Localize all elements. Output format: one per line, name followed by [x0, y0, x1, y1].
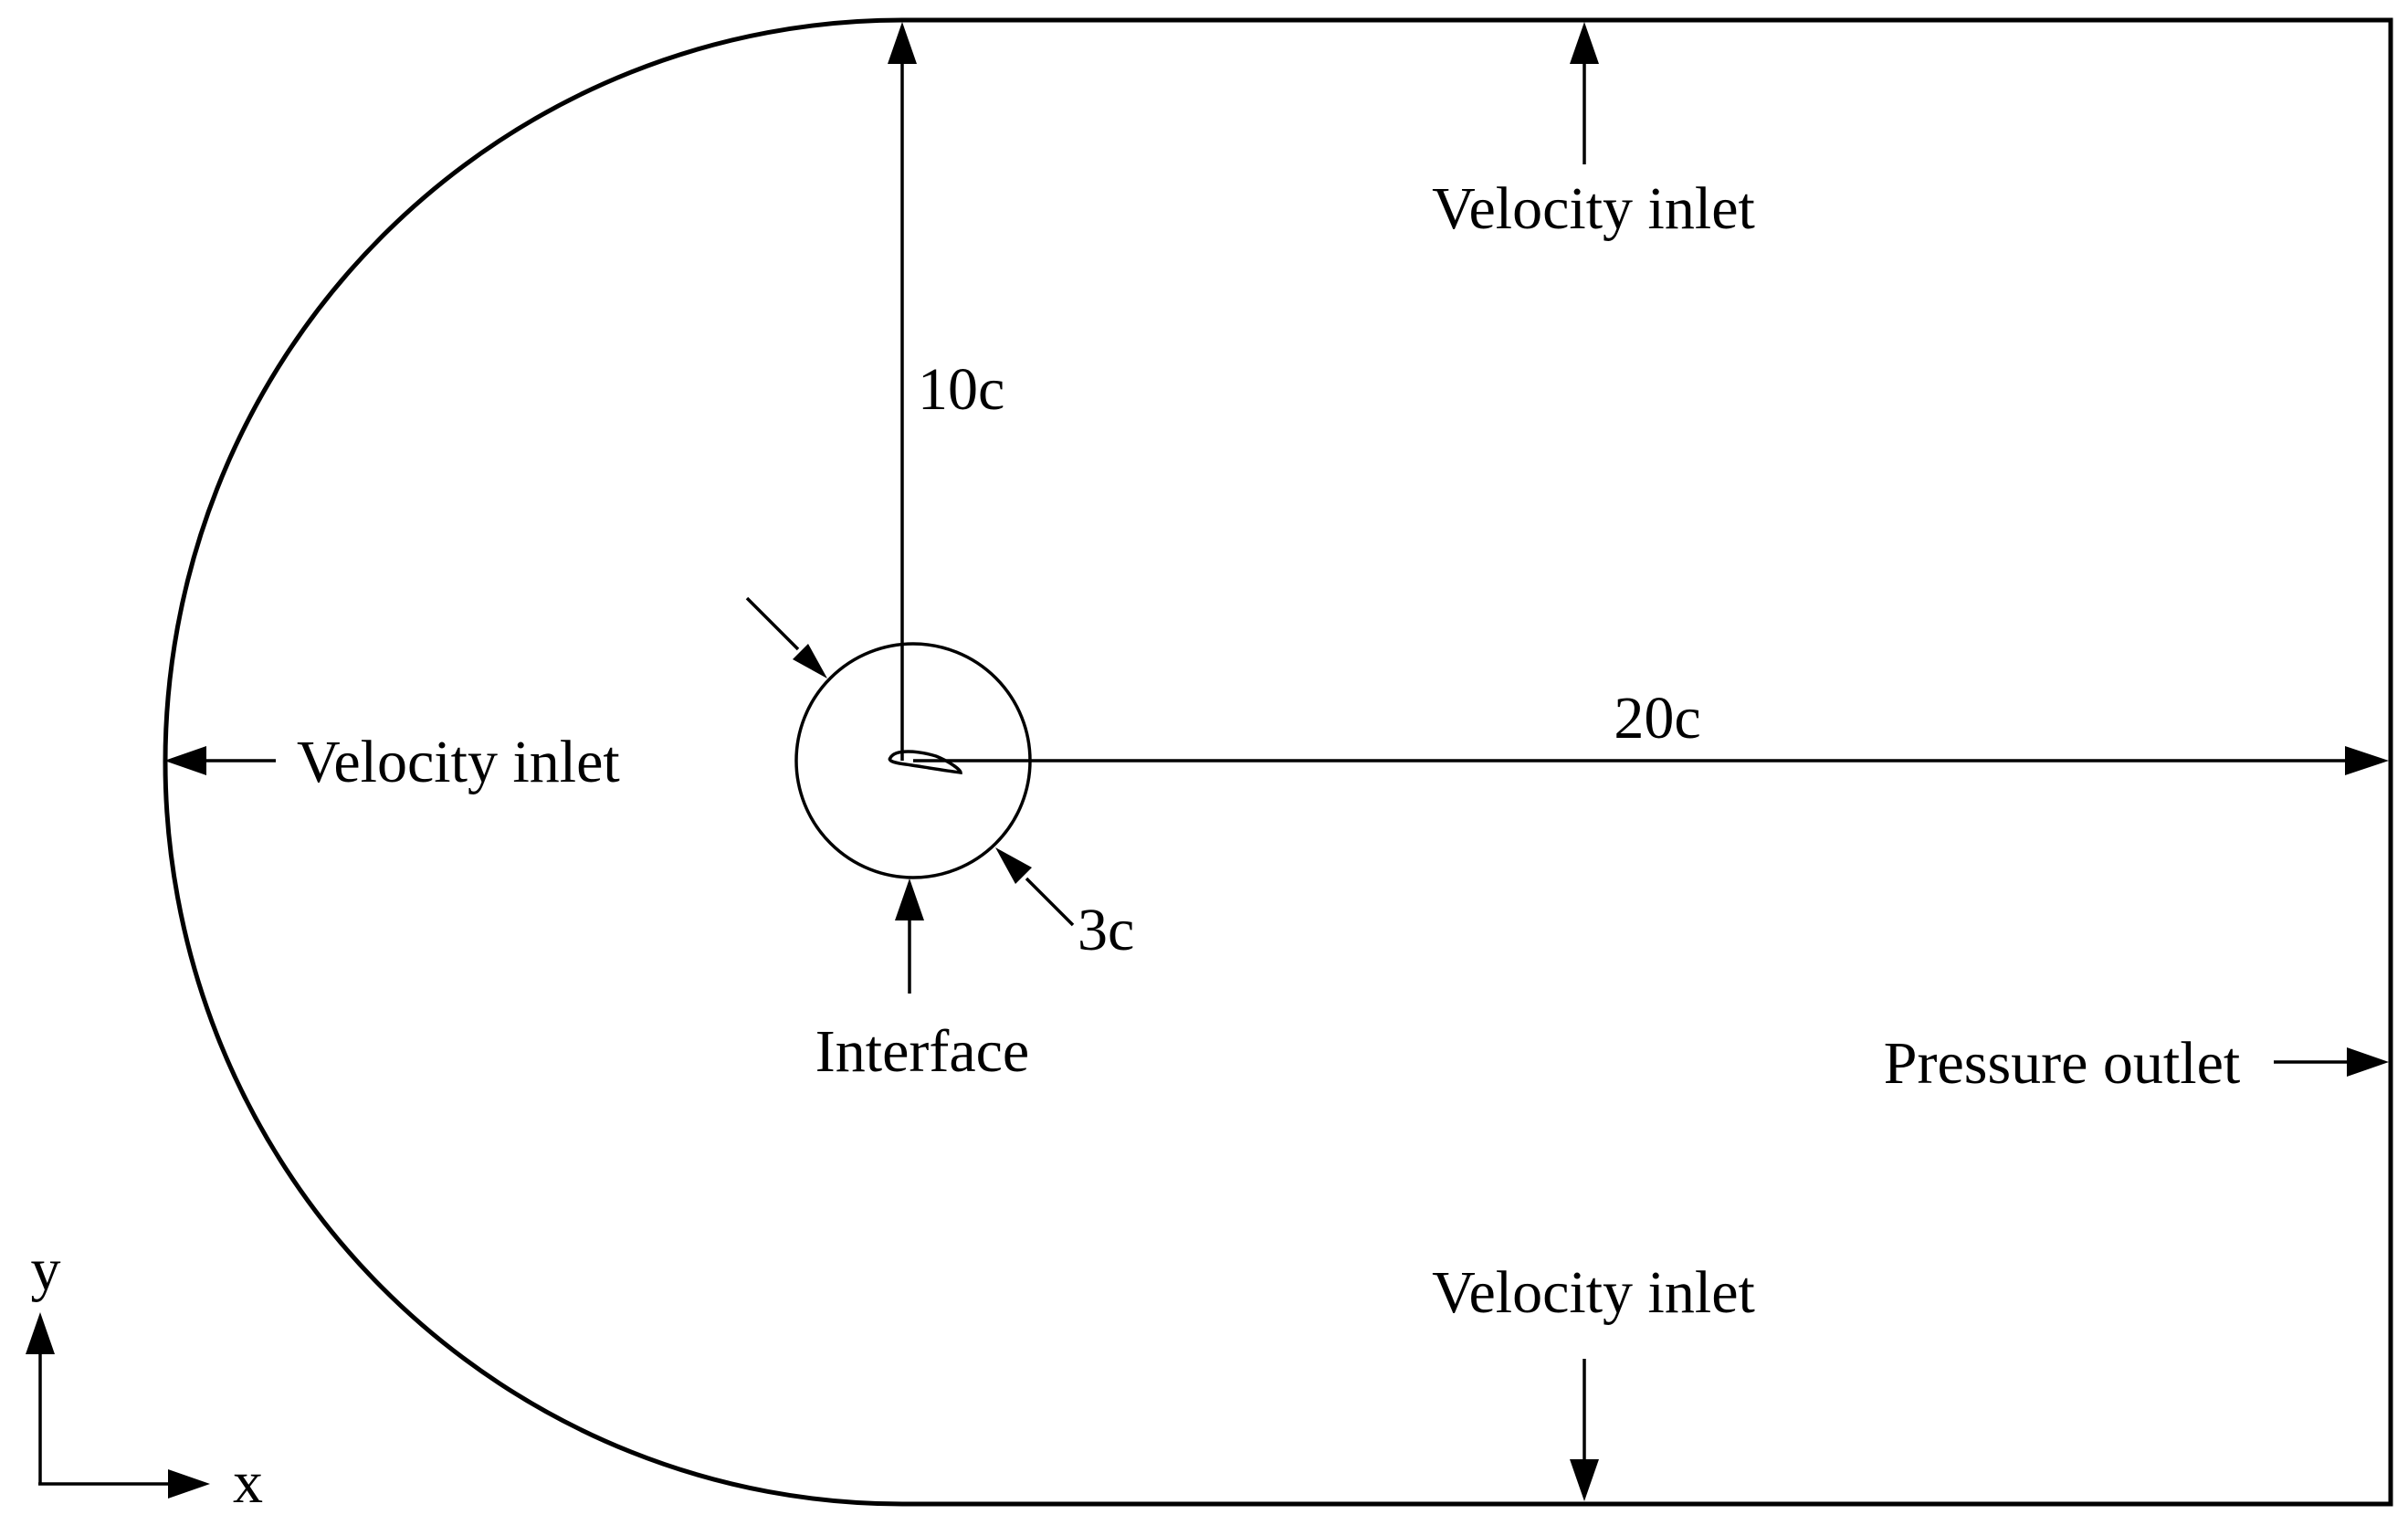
label-velocity-inlet-left: Velocity inlet — [297, 729, 620, 795]
circle-upper-arrowhead — [793, 644, 827, 678]
dim-vertical-arrowhead — [888, 22, 917, 64]
domain-boundary — [163, 17, 2393, 1507]
top-inlet-arrowhead — [1570, 22, 1599, 64]
bottom-inlet-arrowhead — [1570, 1459, 1599, 1501]
label-pressure-outlet: Pressure outlet — [1884, 1030, 2240, 1097]
circle-upper-arrow-line — [745, 596, 800, 651]
label-velocity-inlet-bottom: Velocity inlet — [1432, 1259, 1755, 1326]
label-dim-horizontal: 20c — [1614, 685, 1700, 752]
dim-horizontal-arrowhead — [2345, 746, 2389, 775]
label-axis-y: y — [31, 1236, 61, 1303]
interface-arrowhead — [895, 878, 924, 920]
left-inlet-arrowhead — [164, 746, 206, 775]
airfoil-shape — [888, 750, 962, 774]
label-axis-x: x — [233, 1449, 263, 1516]
x-axis-arrowhead — [168, 1469, 210, 1499]
label-dim-vertical: 10c — [918, 356, 1004, 423]
circle-lower-arrowhead — [995, 847, 1032, 884]
outlet-arrowhead — [2347, 1047, 2389, 1077]
label-dim-circle: 3c — [1078, 897, 1134, 963]
label-velocity-inlet-top: Velocity inlet — [1432, 175, 1755, 242]
y-axis-arrowhead — [26, 1312, 55, 1354]
circle-lower-arrow-line — [1025, 877, 1075, 927]
label-interface: Interface — [815, 1018, 1029, 1085]
